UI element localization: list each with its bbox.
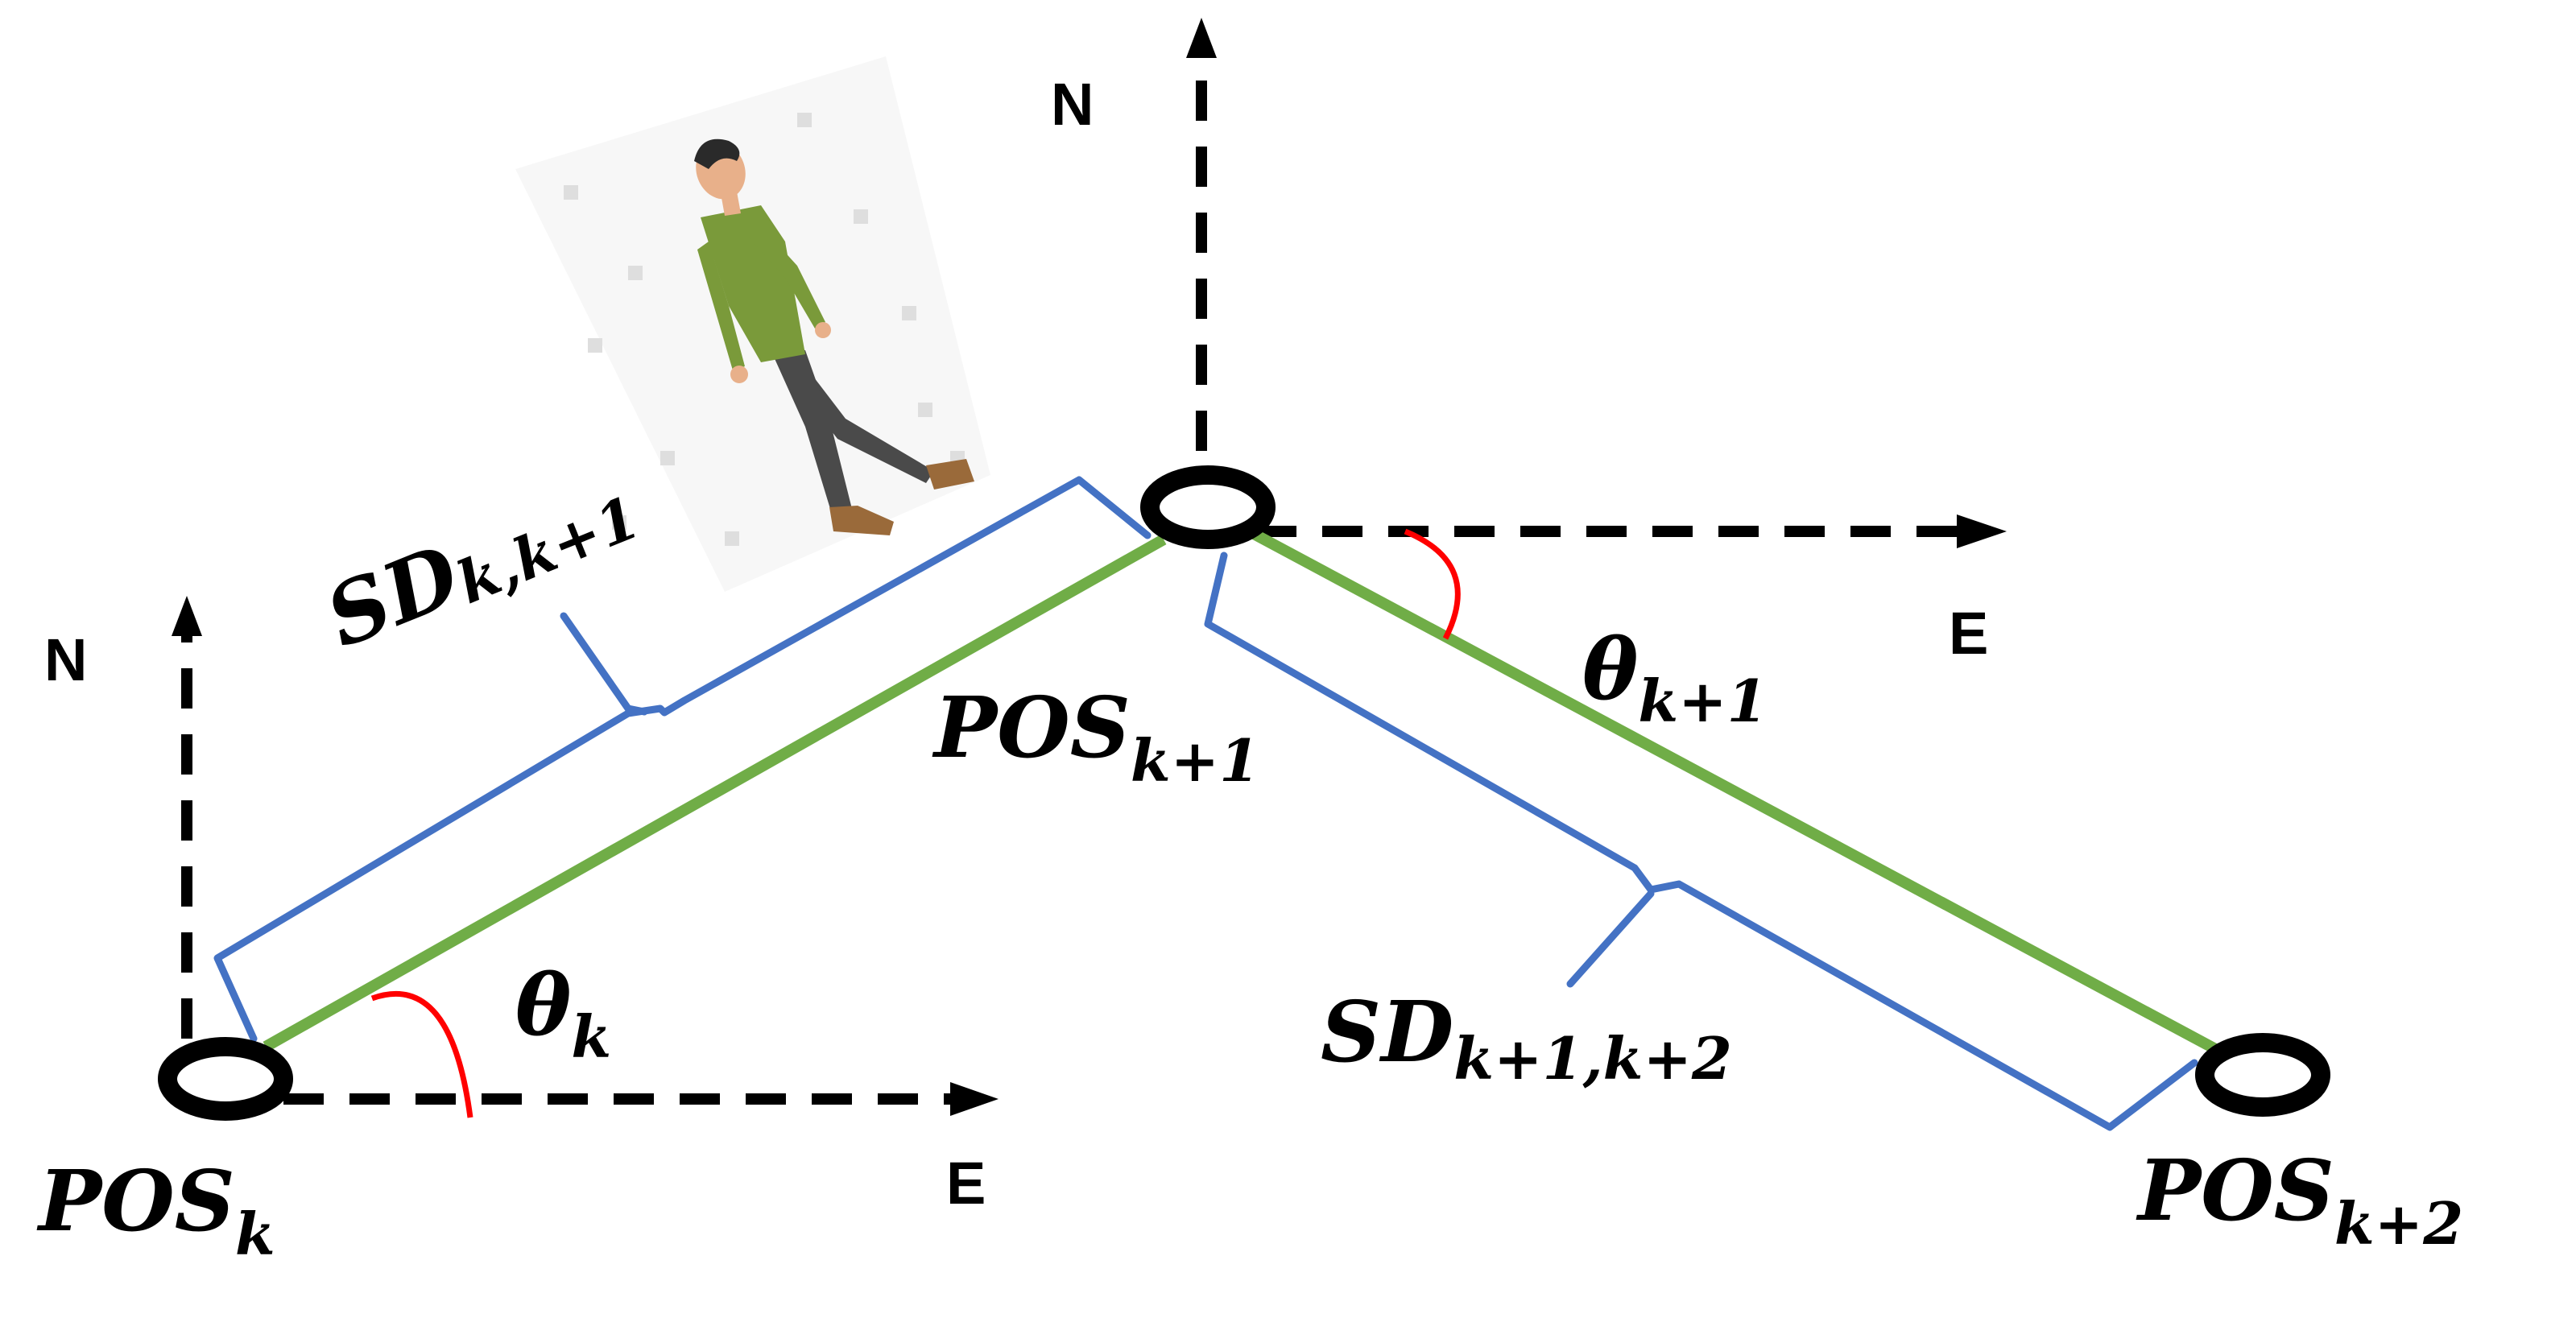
- theta-k1-base: θ: [1582, 620, 1638, 719]
- sd-k1-base: SD: [1321, 982, 1453, 1081]
- theta-k-base: θ: [515, 956, 571, 1055]
- north-label-k: N: [44, 626, 87, 693]
- sd-k-base: SD: [312, 525, 473, 667]
- sd-k-label: SDk,k+1: [312, 454, 648, 667]
- person-front-arm: [697, 242, 745, 370]
- person-front-leg: [769, 346, 854, 519]
- north-arrow-k-icon: [172, 596, 202, 636]
- heading-arc-k: [370, 990, 473, 1118]
- axes-pos-k: N E: [44, 596, 999, 1217]
- theta-k-sub: k: [571, 1002, 611, 1071]
- step-brace-k-stem: [560, 612, 648, 716]
- walk-path: [263, 527, 2222, 1056]
- east-arrow-k1-icon: [1957, 514, 2007, 548]
- person-shirt: [701, 205, 805, 362]
- theta-k1-label: θk+1: [1582, 620, 1768, 735]
- heading-arc-k1: [1404, 528, 1461, 640]
- step-length-braces: [213, 476, 2198, 1131]
- person-back-arm: [749, 221, 825, 328]
- person-back-shoe: [926, 459, 974, 490]
- pos-node-k1: [1140, 465, 1276, 549]
- person-hair: [694, 138, 740, 169]
- pos-k2-label: POSk+2: [2136, 1141, 2463, 1258]
- sd-k1-label: SDk+1,k+2: [1321, 982, 1732, 1093]
- person-front-shoe: [829, 506, 894, 535]
- step-brace-k: [213, 476, 1152, 1043]
- person-back-hand: [815, 322, 831, 338]
- pos-k-label: POSk: [36, 1151, 275, 1268]
- pos-k1-label: POSk+1: [932, 678, 1259, 795]
- east-label-k1: E: [1949, 600, 1988, 667]
- position-nodes: [158, 465, 2330, 1121]
- pos-k2-sub: k+2: [2334, 1189, 2463, 1258]
- pos-k-sub: k: [235, 1200, 275, 1268]
- pos-node-k2: [2195, 1033, 2330, 1117]
- heading-arcs: [370, 528, 1461, 1118]
- east-label-k: E: [946, 1150, 986, 1217]
- step-brace-k1: [1204, 552, 2198, 1131]
- pos-node-k: [158, 1037, 293, 1121]
- east-arrow-k-icon: [950, 1082, 999, 1116]
- person-back-leg: [781, 350, 934, 483]
- person-front-hand: [730, 366, 748, 383]
- step-brace-k1-stem: [1566, 890, 1655, 988]
- theta-k-label: θk: [515, 956, 611, 1071]
- pos-k2-base: POS: [2136, 1141, 2334, 1240]
- walk-segment-k: [263, 534, 1167, 1052]
- pos-k1-sub: k+1: [1131, 726, 1259, 795]
- person-figure: [694, 138, 974, 535]
- walk-segment-k1: [1249, 527, 2222, 1056]
- north-label-k1: N: [1051, 71, 1094, 138]
- walking-person-icon: [515, 56, 990, 592]
- pos-k-base: POS: [36, 1151, 235, 1250]
- sd-k-sub: k,k+1: [448, 482, 649, 617]
- pos-k1-base: POS: [932, 678, 1131, 777]
- sd-k1-sub: k+1,k+2: [1453, 1024, 1732, 1093]
- north-arrow-k1-icon: [1186, 18, 1217, 58]
- axes-pos-k1: N E: [1051, 18, 2007, 667]
- theta-k1-sub: k+1: [1638, 667, 1767, 735]
